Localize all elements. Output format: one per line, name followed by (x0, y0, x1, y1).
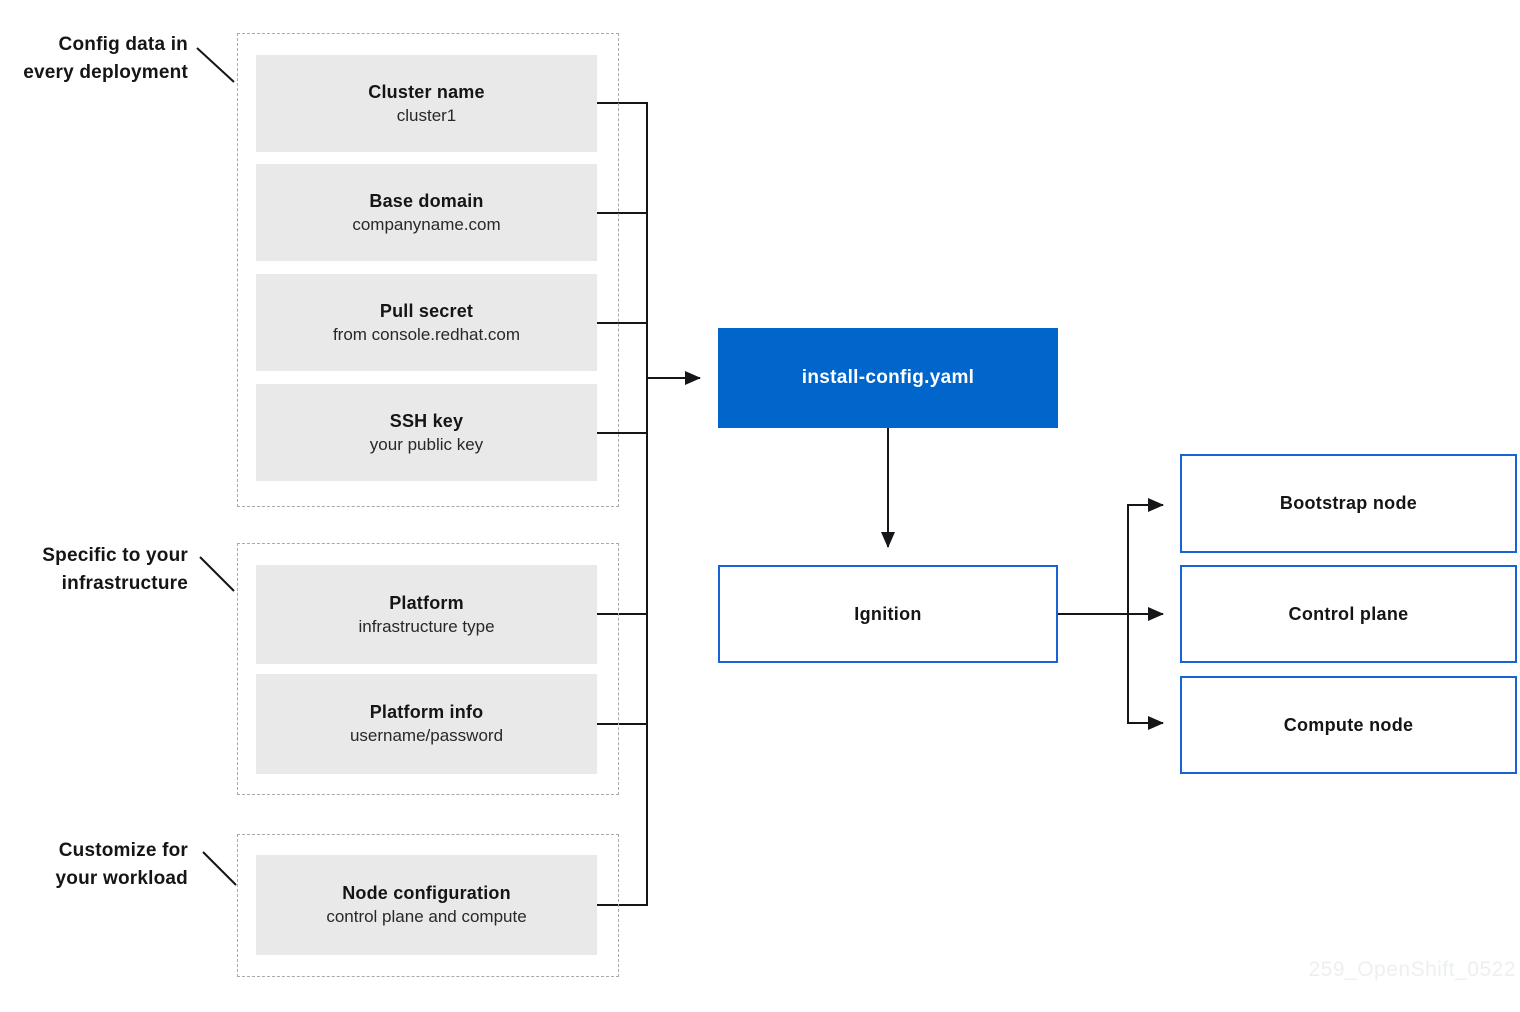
label-workload-line1: Customize for (58, 840, 188, 861)
box-cluster-name: Cluster name cluster1 (256, 55, 597, 152)
box-cluster-name-subtitle: cluster1 (396, 105, 457, 125)
label-config-data-line2: every deployment (23, 62, 188, 83)
box-ssh-key-title: SSH key (389, 410, 464, 431)
box-platform-title: Platform (389, 592, 464, 613)
pointer-line-config-data (196, 47, 235, 83)
group-workload (237, 834, 619, 977)
label-config-data: Config data in every deployment (0, 31, 188, 87)
control-plane-label: Control plane (1288, 603, 1409, 624)
box-pull-secret-title: Pull secret (379, 300, 474, 321)
bootstrap-node-label: Bootstrap node (1279, 493, 1418, 513)
box-compute-node: Compute node (1180, 676, 1517, 774)
box-platform-subtitle: infrastructure type (358, 616, 495, 636)
box-pull-secret: Pull secret from console.redhat.com (256, 274, 597, 371)
box-base-domain: Base domain companyname.com (256, 164, 597, 261)
ignition-label: Ignition (854, 603, 922, 624)
box-node-configuration: Node configuration control plane and com… (256, 855, 597, 955)
group-config-data (237, 33, 619, 507)
box-install-config-yaml: install-config.yaml (718, 328, 1058, 428)
compute-node-label: Compute node (1283, 714, 1414, 735)
box-base-domain-subtitle: companyname.com (352, 214, 501, 234)
pointer-line-workload (202, 851, 237, 886)
box-ignition: Ignition (718, 565, 1058, 663)
box-cluster-name-title: Cluster name (368, 81, 485, 102)
box-platform-info-subtitle: username/password (349, 726, 504, 745)
box-node-configuration-subtitle: control plane and compute (326, 907, 527, 926)
box-platform-info: Platform info username/password (256, 674, 597, 774)
label-config-data-line1: Config data in (58, 34, 188, 55)
watermark-text: 259_OpenShift_0522 (1308, 958, 1516, 981)
box-control-plane: Control plane (1180, 565, 1517, 663)
box-platform: Platform infrastructure type (256, 565, 597, 664)
box-node-configuration-title: Node configuration (342, 883, 511, 903)
label-infrastructure-line2: infrastructure (61, 573, 188, 594)
box-base-domain-title: Base domain (369, 190, 484, 211)
box-ssh-key: SSH key your public key (256, 384, 597, 481)
label-workload: Customize for your workload (0, 837, 188, 893)
label-infrastructure-line1: Specific to your (42, 545, 188, 566)
box-platform-info-title: Platform info (369, 702, 484, 722)
label-infrastructure: Specific to your infrastructure (0, 542, 188, 598)
pointer-line-infrastructure (199, 556, 235, 592)
label-workload-line2: your workload (55, 868, 188, 889)
install-config-yaml-label: install-config.yaml (801, 367, 975, 388)
box-bootstrap-node: Bootstrap node (1180, 454, 1517, 553)
group-infrastructure (237, 543, 619, 795)
box-pull-secret-subtitle: from console.redhat.com (332, 324, 521, 344)
box-ssh-key-subtitle: your public key (369, 434, 484, 454)
